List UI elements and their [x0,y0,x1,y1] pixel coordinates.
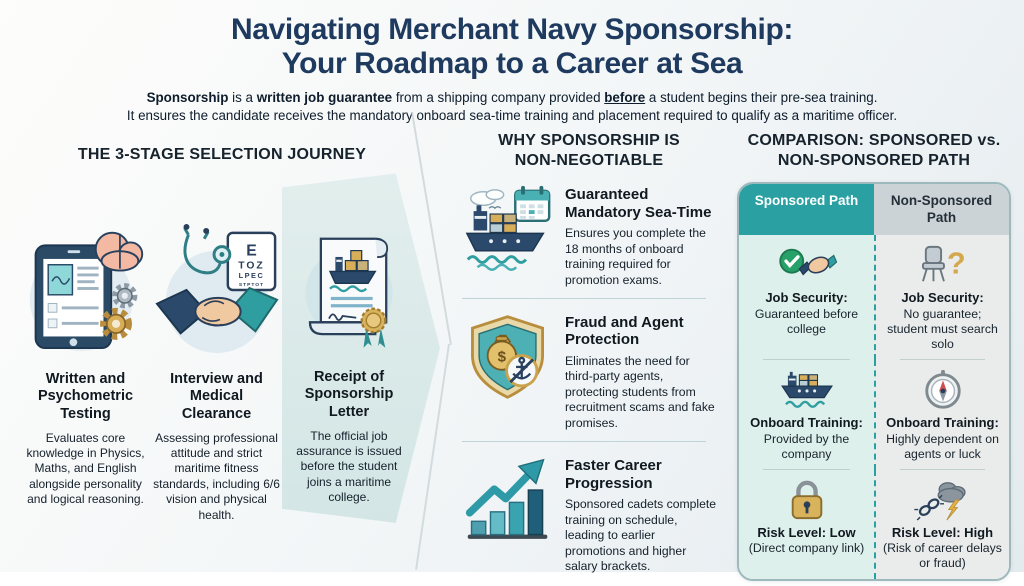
check-handshake-icon [745,243,868,287]
comparison-table: Sponsored Path Non-Sponsored Path [737,182,1011,582]
benefits-heading-line1: WHY SPONSORSHIP IS [498,132,680,150]
comparison-heading: COMPARISON: SPONSORED vs. NON-SPONSORED … [728,131,1020,171]
table-row-onboard-training: Onboard Training: Provided by the compan… [739,359,1009,470]
table-header-row: Sponsored Path Non-Sponsored Path [739,184,1009,236]
cell-text: Provided by the company [763,431,850,461]
svg-text:?: ? [947,247,966,281]
comparison-heading-line2: NON-SPONSORED PATH [777,152,971,170]
benefits-heading: WHY SPONSORSHIP IS NON-NEGOTIABLE [460,131,718,171]
comparison-heading-line1: COMPARISON: SPONSORED vs. [747,132,1001,150]
subtitle-text: a student begins their pre-sea training. [645,90,878,106]
cell-sponsored-risk-level: Risk Level: Low (Direct company link) [739,469,874,580]
padlock-icon [745,478,868,522]
subtitle-text: from a shipping company provided [392,90,605,106]
stage-written-testing: Written and Psychometric Testing Evaluat… [20,173,151,522]
benefit-body: Guaranteed Mandatory Sea-Time Ensures yo… [565,184,718,288]
stage-description: Evaluates core knowledge in Physics, Mat… [26,430,145,507]
benefits-heading-line2: NON-NEGOTIABLE [514,152,664,170]
svg-text:STPTOT: STPTOT [238,282,263,288]
cell-label: Risk Level: High [891,524,994,540]
storm-broken-chain-icon [882,478,1003,522]
benefit-body: Fraud and Agent Protection Eliminates th… [565,312,718,431]
svg-text:E: E [246,243,257,260]
page-title-line2: Your Roadmap to a Career at Sea [281,46,743,80]
table-row-job-security: Job Security: Guaranteed before college [739,235,1009,360]
stage-title: Written and Psychometric Testing [37,371,134,422]
table-row-risk-level: Risk Level: Low (Direct company link) [739,469,1009,580]
stage-interview-medical: E TOZ LPEC STPTOT [151,173,282,522]
stage-description: The official job assurance is issued bef… [296,428,402,505]
stage-title: Receipt of Sponsorship Letter [304,369,394,420]
benefit-description: Ensures you complete the 18 months of on… [565,226,706,287]
benefit-title-line1: Faster Career [565,457,662,475]
cell-sponsored-onboard-training: Onboard Training: Provided by the compan… [739,359,874,470]
subtitle-bold-guarantee: written job guarantee [256,90,393,106]
subtitle-line2: It ensures the candidate receives the ma… [126,108,898,124]
subtitle-bold-sponsorship: Sponsorship [146,90,229,106]
cell-label: Risk Level: Low [757,524,856,540]
benefit-title-line1: Fraud and Agent [565,314,684,332]
cargo-ship-icon [745,368,868,412]
cell-text: Highly dependent on agents or luck [886,431,999,461]
benefit-title: Guaranteed Mandatory Sea-Time [565,186,718,221]
cell-label: Job Security: [901,290,984,306]
benefit-career-progression: Faster Career Progression Sponsored cade… [460,442,718,585]
benefit-description: Eliminates the need for third-party agen… [565,353,715,430]
cell-label: Onboard Training: [750,414,863,430]
chair-question-icon: ? [882,243,1003,287]
sponsorship-scroll-icon [290,213,408,359]
subtitle: Sponsorship is a written job guarantee f… [0,89,1024,125]
growth-chart-icon [460,455,556,545]
cell-label: Job Security: [765,290,848,306]
header-sponsored-path: Sponsored Path [739,184,874,236]
page-title: Navigating Merchant Navy Sponsorship: Yo… [0,13,1024,80]
svg-text:LPEC: LPEC [238,272,264,281]
journey-stages: Written and Psychometric Testing Evaluat… [4,173,440,523]
benefit-title: Fraud and Agent Protection [565,314,718,349]
header-non-sponsored-path: Non-Sponsored Path [874,184,1009,236]
cell-text: No guarantee; student must search solo [887,306,998,351]
subtitle-line1: Sponsorship is a written job guarantee f… [0,89,1024,107]
benefit-sea-time: Guaranteed Mandatory Sea-Time Ensures yo… [460,171,718,299]
cell-text: (Direct company link) [748,541,865,556]
svg-text:TOZ: TOZ [238,261,264,272]
benefit-title: Faster Career Progression [565,457,718,492]
subtitle-bold-before: before [604,90,646,106]
cell-non-sponsored-risk-level: Risk Level: High (Risk of career delays … [874,469,1009,580]
benefit-title-line1: Guaranteed [565,186,649,204]
benefits-section: WHY SPONSORSHIP IS NON-NEGOTIABLE [440,129,728,585]
stage-description: Assessing professional attitude and stri… [153,430,280,522]
main-content: THE 3-STAGE SELECTION JOURNEY [0,125,1024,585]
compass-icon [882,368,1003,412]
benefit-title-line2: Mandatory Sea-Time [565,203,712,221]
header: Navigating Merchant Navy Sponsorship: Yo… [0,0,1024,125]
journey-section: THE 3-STAGE SELECTION JOURNEY [4,129,440,585]
benefit-title-line2: Progression [565,474,653,492]
cell-text: (Risk of career delays or fraud) [883,541,1002,571]
svg-text:$: $ [498,348,507,365]
benefit-description: Sponsored cadets complete training on sc… [565,497,717,574]
benefit-title-line2: Protection [565,331,640,349]
subtitle-text: is a [228,90,257,106]
ship-calendar-icon [460,184,556,276]
stage-title: Interview and Medical Clearance [170,371,263,422]
benefit-fraud-protection: $ Fraud and Agent Protection Eliminates … [460,299,718,443]
handshake-medical-icon: E TOZ LPEC STPTOT [153,215,281,361]
shield-money-anchor-icon: $ [460,312,556,402]
cell-non-sponsored-job-security: ? Job Security: No guarantee; student mu… [874,235,1009,360]
page-title-line1: Navigating Merchant Navy Sponsorship: [231,13,793,46]
comparison-section: COMPARISON: SPONSORED vs. NON-SPONSORED … [728,129,1020,585]
cell-text: Guaranteed before college [754,306,859,336]
benefit-body: Faster Career Progression Sponsored cade… [565,455,718,574]
tablet-brain-gears-icon [23,215,149,361]
journey-heading: THE 3-STAGE SELECTION JOURNEY [77,146,367,164]
cell-non-sponsored-onboard-training: Onboard Training: Highly dependent on ag… [874,359,1009,470]
cell-sponsored-job-security: Job Security: Guaranteed before college [739,235,874,360]
cell-label: Onboard Training: [886,414,999,430]
stage-sponsorship-letter: Receipt of Sponsorship Letter The offici… [282,173,440,523]
